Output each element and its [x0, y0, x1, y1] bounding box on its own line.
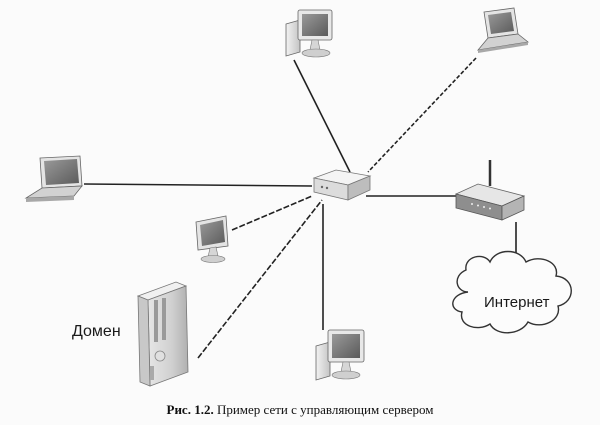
link-laptop-left	[83, 183, 313, 187]
tower-server-icon	[136, 281, 189, 387]
link-monitor-left	[231, 195, 313, 231]
connections	[83, 57, 517, 359]
domain-label: Домен	[72, 323, 121, 340]
link-domain-server	[197, 199, 323, 359]
figure-number: Рис. 1.2.	[166, 402, 214, 417]
desktop-computer-icon	[285, 9, 333, 58]
laptop-icon	[24, 155, 83, 202]
cloud-icon	[452, 250, 572, 334]
network-hub-icon	[312, 169, 372, 201]
figure-caption-text: Пример сети с управляющим сервером	[216, 402, 434, 417]
link-laptop-top-right	[367, 57, 477, 173]
desktop-computer-icon	[315, 329, 365, 381]
wifi-router-icon	[454, 160, 526, 221]
internet-label: Интернет	[484, 294, 550, 311]
laptop-icon	[477, 7, 529, 53]
figure-caption: Рис. 1.2. Пример сети с управляющим серв…	[0, 402, 600, 418]
monitor-icon	[195, 215, 229, 263]
link-desktop-top	[293, 59, 351, 173]
